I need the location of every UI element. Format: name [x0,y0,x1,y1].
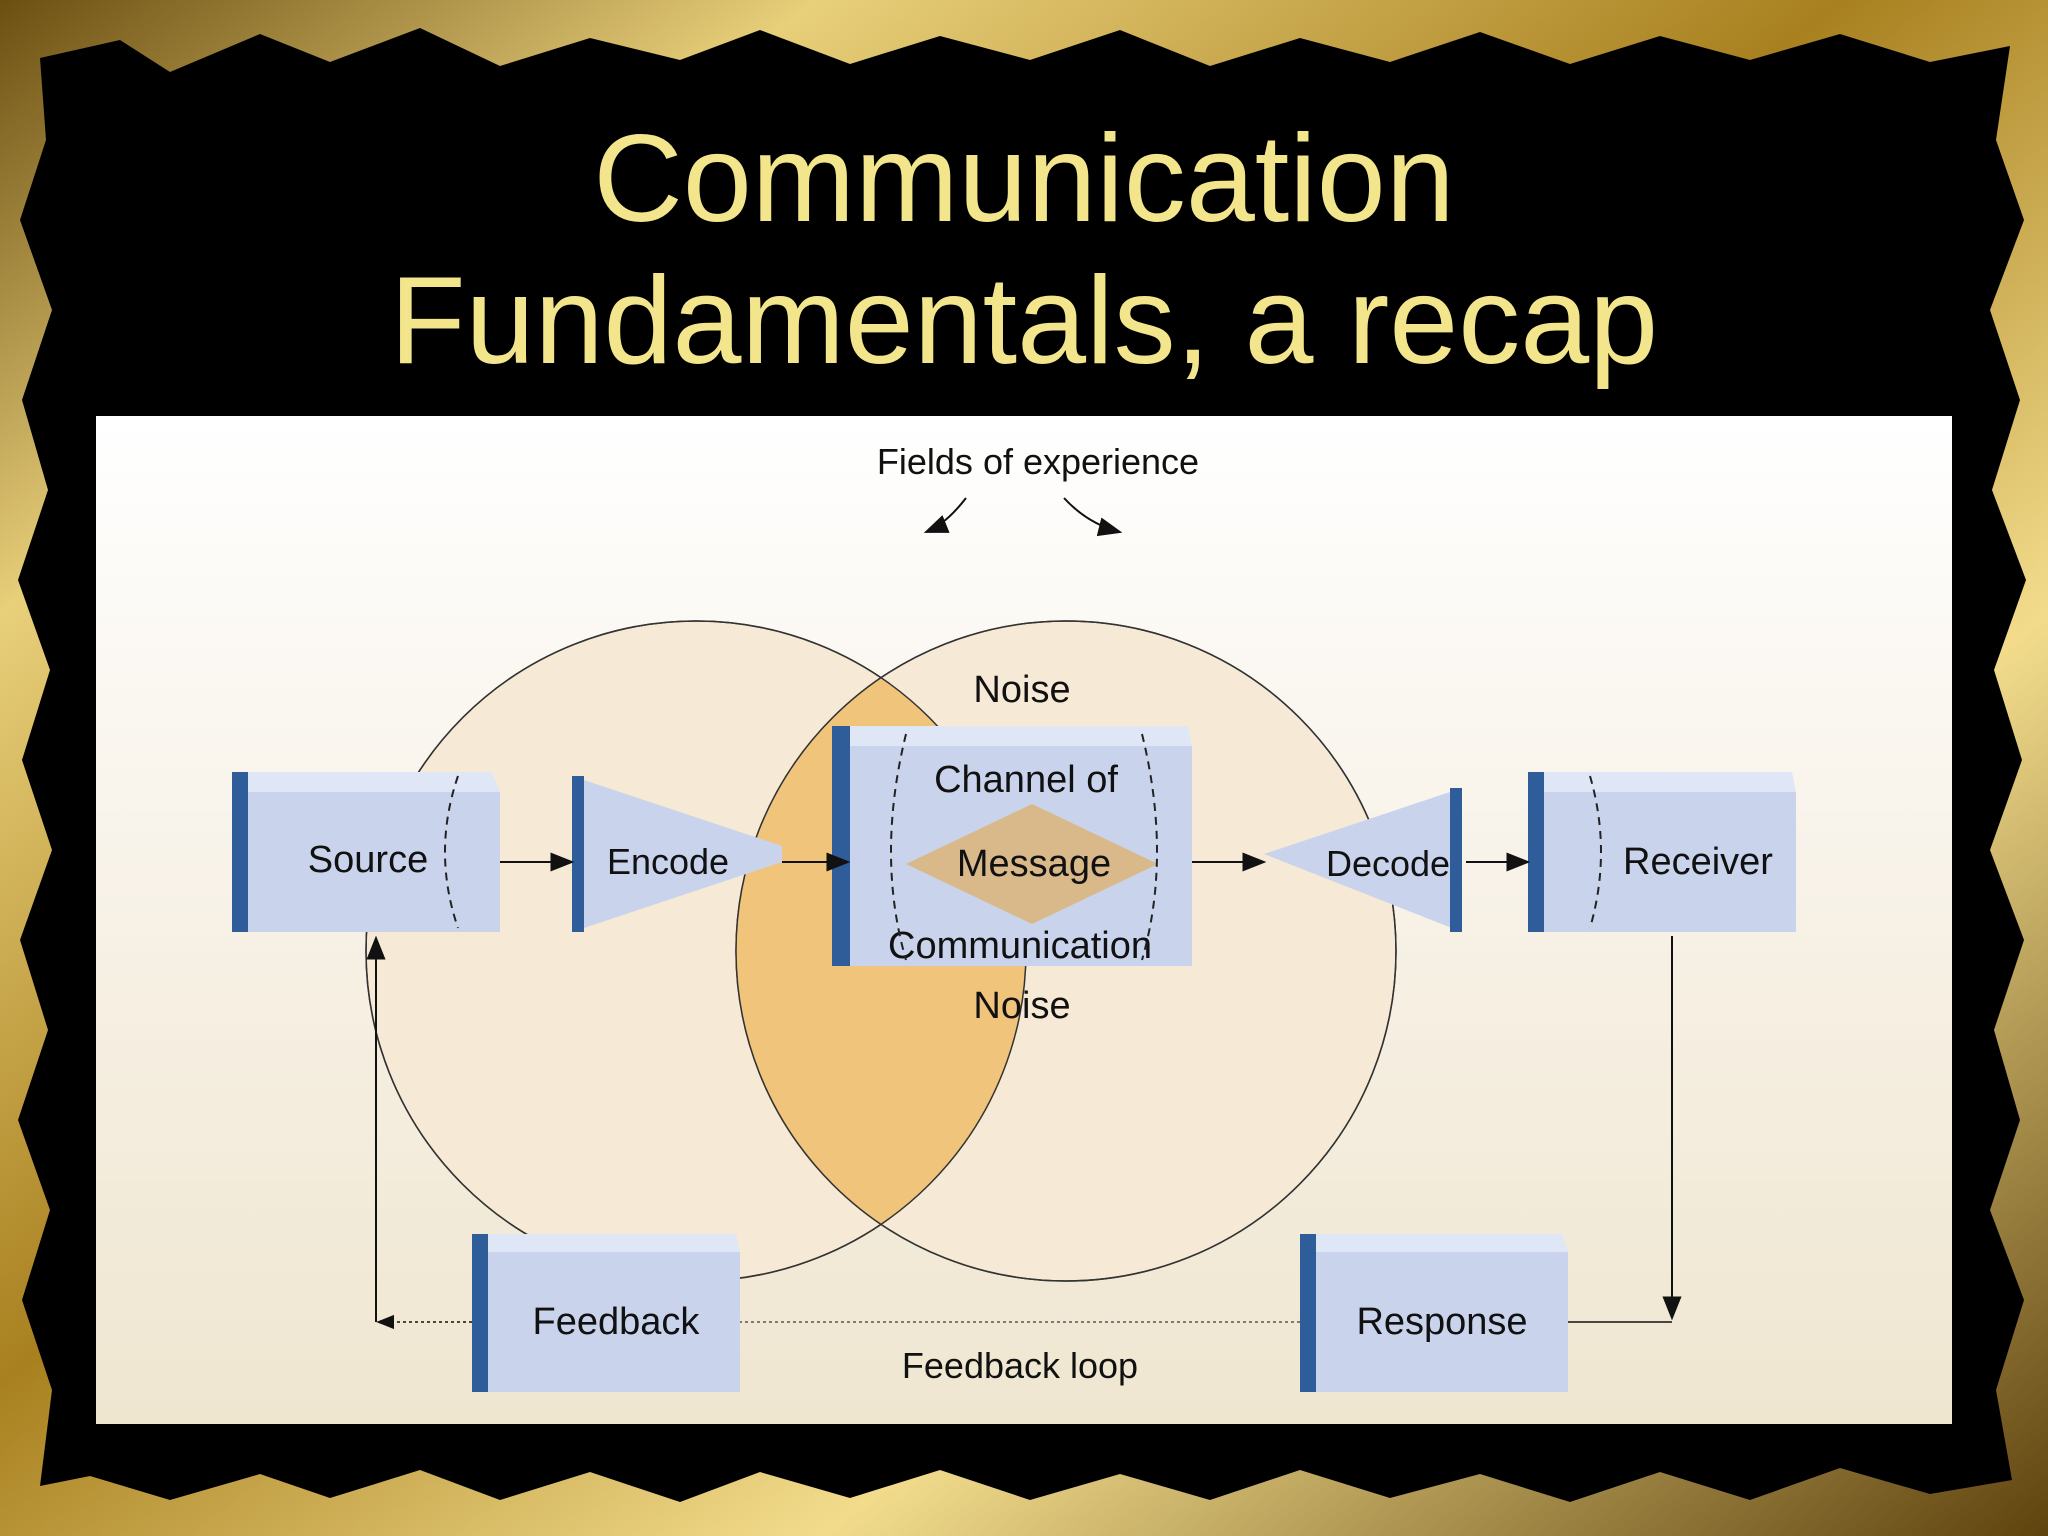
dashed-field-edge-source [444,775,459,929]
decode-shape: Decode [1264,788,1462,932]
response-label: Response [1356,1301,1527,1343]
source-box: Source [232,772,500,932]
dashed-field-edge-channel-right [1141,733,1158,961]
slide-title: Communication Fundamentals, a recap [0,108,2048,392]
right-circle-outline [735,620,1397,1282]
noise-top-label: Noise [973,669,1070,711]
receiver-label: Receiver [1623,841,1773,883]
source-label: Source [308,839,428,881]
encode-label: Encode [607,841,729,882]
message-label: Message [957,843,1111,885]
receiver-box: Receiver [1528,772,1796,932]
channel-bottom-label: Communication [888,925,1152,967]
encode-shape: Encode [572,776,782,932]
feedback-box: Feedback [472,1234,740,1392]
title-line-1: Communication [593,110,1455,248]
feedback-loop-label: Feedback loop [902,1345,1138,1386]
fields-arrow-right [1063,497,1123,537]
decode-label: Decode [1326,843,1450,884]
dashed-field-edge-receiver [1589,775,1602,929]
title-line-2: Fundamentals, a recap [389,252,1659,390]
noise-bottom-label: Noise [973,985,1070,1027]
dashed-field-edge-channel-left [890,733,907,961]
response-box: Response [1300,1234,1568,1392]
feedback-label: Feedback [533,1301,701,1343]
fields-arrow-left [923,497,967,533]
communication-model-diagram: Fields of experience Noise Noise Source … [96,416,1952,1424]
channel-top-label: Channel of [934,759,1118,801]
fields-of-experience-label: Fields of experience [877,441,1199,482]
channel-box: Channel of Message Communication [832,726,1192,967]
message-diamond [906,804,1158,924]
